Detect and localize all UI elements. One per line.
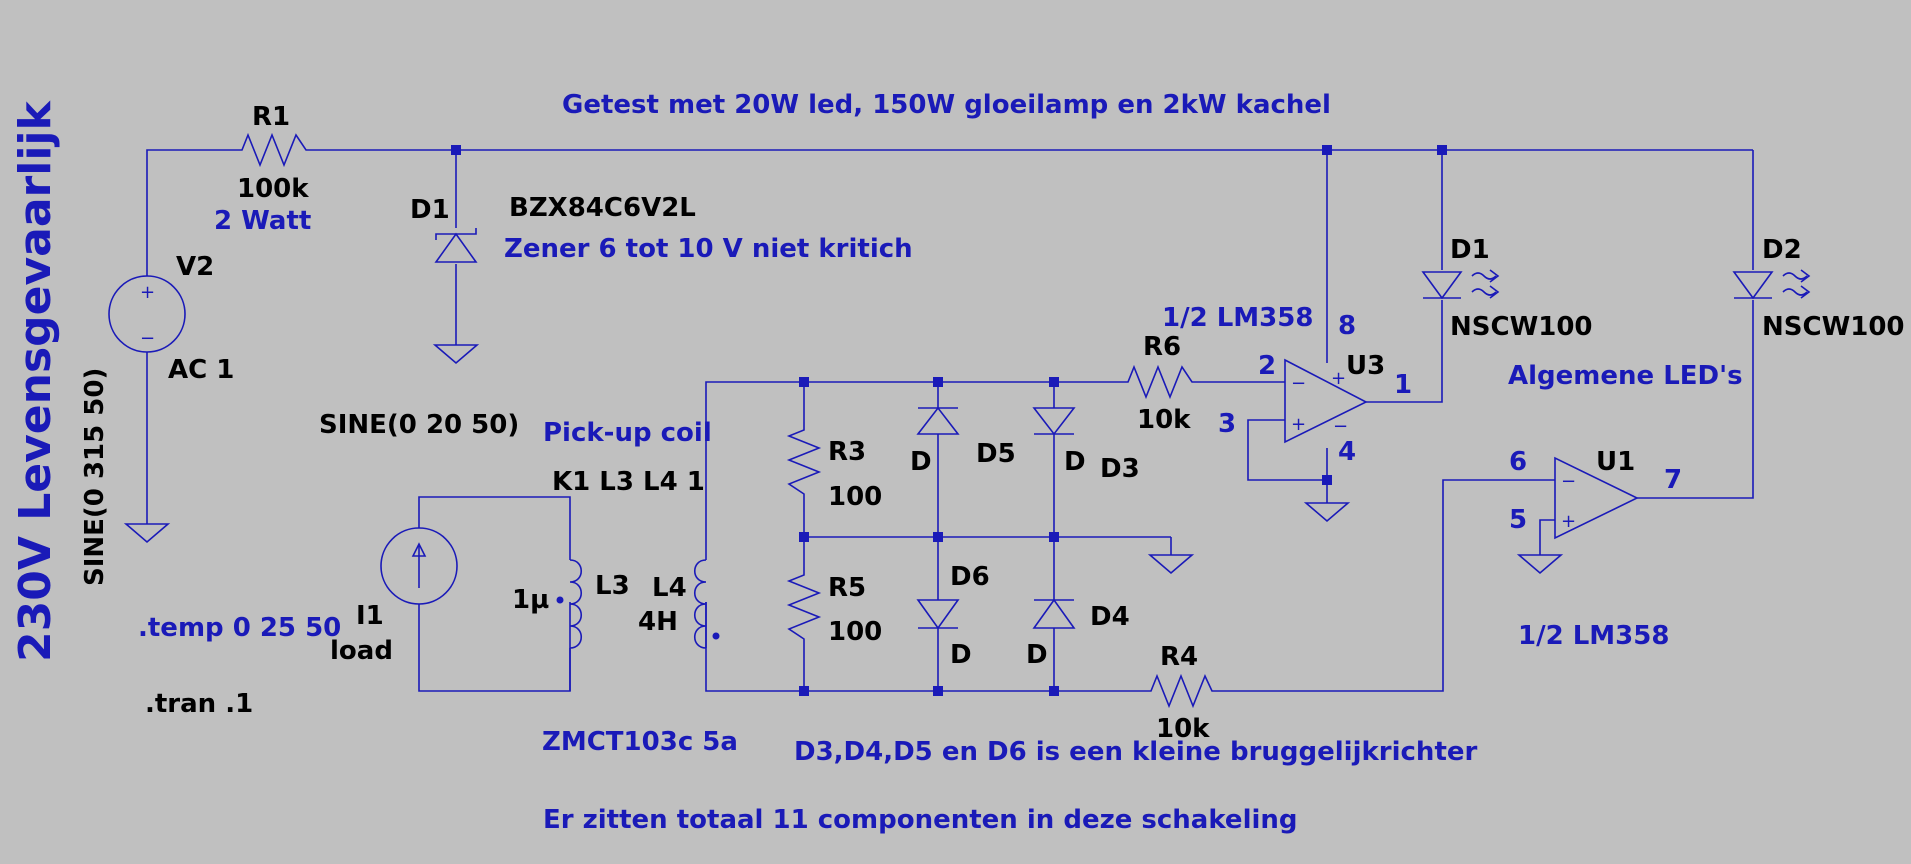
l3-name: L3 [595, 571, 630, 601]
u3-pin-inp: 3 [1218, 409, 1236, 439]
u3-pin-out: 1 [1394, 370, 1412, 400]
warning-title: 230V Levensgevaarlijk [10, 100, 61, 662]
led-d1-name: D1 [1450, 235, 1490, 265]
diode-d4-symbol [1032, 598, 1076, 629]
inductor-l4-symbol [693, 558, 720, 649]
ground-icon [432, 344, 480, 365]
r5-value: 100 [828, 617, 882, 647]
u1-name: U1 [1596, 447, 1635, 477]
k1-directive: K1 L3 L4 1 [552, 467, 705, 497]
v2-name: V2 [176, 252, 214, 282]
inductor-l3-symbol [556, 558, 583, 691]
resistor-r1-symbol [232, 132, 313, 168]
r3-value: 100 [828, 482, 882, 512]
u3-pin-vcc: 8 [1338, 311, 1356, 341]
junction-dots [451, 145, 1447, 696]
resistor-r4-symbol [1143, 673, 1218, 709]
ground-icon [123, 523, 171, 544]
u1-pin-inp: 5 [1509, 505, 1527, 535]
resistor-r5-symbol [786, 567, 822, 658]
svg-text:−: − [1291, 373, 1306, 394]
led-d2-symbol [1732, 269, 1811, 300]
led-d1-symbol [1421, 269, 1500, 300]
ground-icon [1516, 554, 1564, 575]
u1-pin-out: 7 [1664, 465, 1682, 495]
v2-value: AC 1 [168, 355, 234, 385]
r3-name: R3 [828, 437, 866, 467]
u3-half-comment: 1/2 LM358 [1162, 303, 1313, 333]
ground-icon [1147, 554, 1195, 575]
svg-text:−: − [1561, 471, 1576, 492]
led-d1-part: NSCW100 [1450, 312, 1593, 342]
ct-comment: ZMCT103c 5a [542, 727, 738, 757]
ground-icon [1303, 502, 1351, 523]
svg-text:+: + [1561, 511, 1576, 532]
d6-name: D6 [950, 562, 990, 592]
count-comment: Er zitten totaal 11 componenten in deze … [543, 805, 1298, 835]
r1-name: R1 [252, 102, 290, 132]
v2-source: SINE(0 315 50) [80, 368, 110, 586]
resistor-r3-symbol [786, 422, 822, 512]
d5-name: D5 [976, 439, 1016, 469]
l4-value: 4H [638, 607, 678, 637]
zener-diode-d1 [434, 228, 478, 263]
i1-name: I1 [356, 601, 384, 631]
zener-comment: Zener 6 tot 10 V niet kritich [504, 234, 913, 264]
svg-text:+: + [1291, 414, 1306, 435]
u3-name: U3 [1346, 351, 1385, 381]
top-comment: Getest met 20W led, 150W gloeilamp en 2k… [562, 90, 1331, 120]
zener-d1-name: D1 [410, 195, 450, 225]
r5-name: R5 [828, 573, 866, 603]
r6-name: R6 [1143, 332, 1181, 362]
r4-value: 10k [1156, 714, 1210, 744]
ground-symbols [123, 344, 1564, 575]
opamp-u1-symbol: − + [1554, 456, 1639, 540]
led-d2-part: NSCW100 [1762, 312, 1905, 342]
diode-d6-symbol [916, 599, 960, 630]
i1-value: load [330, 636, 393, 666]
wires [146, 149, 1754, 692]
r6-value: 10k [1137, 405, 1191, 435]
leds-comment: Algemene LED's [1508, 361, 1743, 391]
r1-value: 100k [237, 174, 309, 204]
opamp-u3-symbol: − + + − [1284, 358, 1368, 444]
l4-name: L4 [652, 573, 687, 603]
d3-name: D3 [1100, 454, 1140, 484]
r4-name: R4 [1160, 642, 1198, 672]
svg-text:+: + [140, 282, 155, 303]
zener-d1-part: BZX84C6V2L [509, 193, 696, 223]
u1-half-comment: 1/2 LM358 [1518, 621, 1669, 651]
bridge-comment: D3,D4,D5 en D6 is een kleine bruggelijkr… [794, 737, 1478, 767]
current-source-i1 [380, 527, 458, 605]
d6-model: D [950, 640, 972, 670]
l3-value: 1µ [512, 585, 549, 615]
d4-model: D [1026, 640, 1048, 670]
d5-model: D [910, 447, 932, 477]
resistor-r6-symbol [1118, 364, 1202, 400]
svg-text:+: + [1331, 368, 1346, 389]
u1-pin-inm: 6 [1509, 447, 1527, 477]
diode-d3-symbol [1032, 407, 1076, 436]
led-d2-name: D2 [1762, 235, 1802, 265]
svg-text:−: − [1333, 416, 1348, 437]
diode-d5-symbol [916, 406, 960, 435]
svg-text:−: − [140, 328, 155, 349]
u3-pin-gnd: 4 [1338, 437, 1356, 467]
d3-model: D [1064, 447, 1086, 477]
pickup-comment: Pick-up coil [543, 418, 712, 448]
tran-directive: .tran .1 [145, 689, 253, 719]
r1-power-comment: 2 Watt [214, 206, 311, 236]
d4-name: D4 [1090, 602, 1130, 632]
i1-source: SINE(0 20 50) [319, 410, 519, 440]
voltage-source-v2: + − [108, 275, 186, 353]
temp-directive: .temp 0 25 50 [138, 613, 341, 643]
u3-pin-inm: 2 [1258, 351, 1276, 381]
